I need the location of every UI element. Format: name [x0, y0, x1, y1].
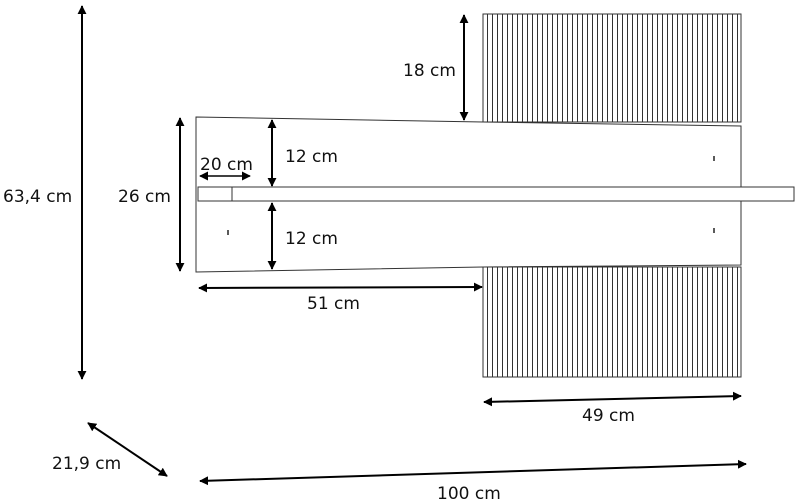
- front-board: [195, 116, 795, 273]
- upper-section-label: 12 cm: [285, 147, 338, 167]
- shelf: [197, 186, 795, 202]
- slatted-panel-bottom: [482, 266, 742, 378]
- total-height-label: 63,4 cm: [3, 187, 72, 207]
- board-width-arrow: [198, 282, 483, 293]
- total-width-arrow: [199, 459, 747, 486]
- total-width-label: 100 cm: [437, 484, 501, 504]
- shelf-thickness-label: 20 cm: [200, 155, 253, 175]
- depth-arrow: [87, 422, 168, 477]
- dimension-arrows: [77, 5, 747, 486]
- slatted-panel: [482, 13, 742, 378]
- panel-width-label: 49 cm: [582, 406, 635, 426]
- panel-width-arrow: [483, 391, 742, 407]
- lower-section-label: 12 cm: [285, 229, 338, 249]
- panel-top-height-label: 18 cm: [403, 61, 456, 81]
- dimension-labels: 63,4 cm 18 cm 26 cm 12 cm 12 cm 20 cm 51…: [3, 61, 635, 504]
- board-width-label: 51 cm: [307, 294, 360, 314]
- depth-label: 21,9 cm: [52, 454, 121, 474]
- slatted-panel-top: [482, 13, 742, 123]
- board-height-label: 26 cm: [118, 187, 171, 207]
